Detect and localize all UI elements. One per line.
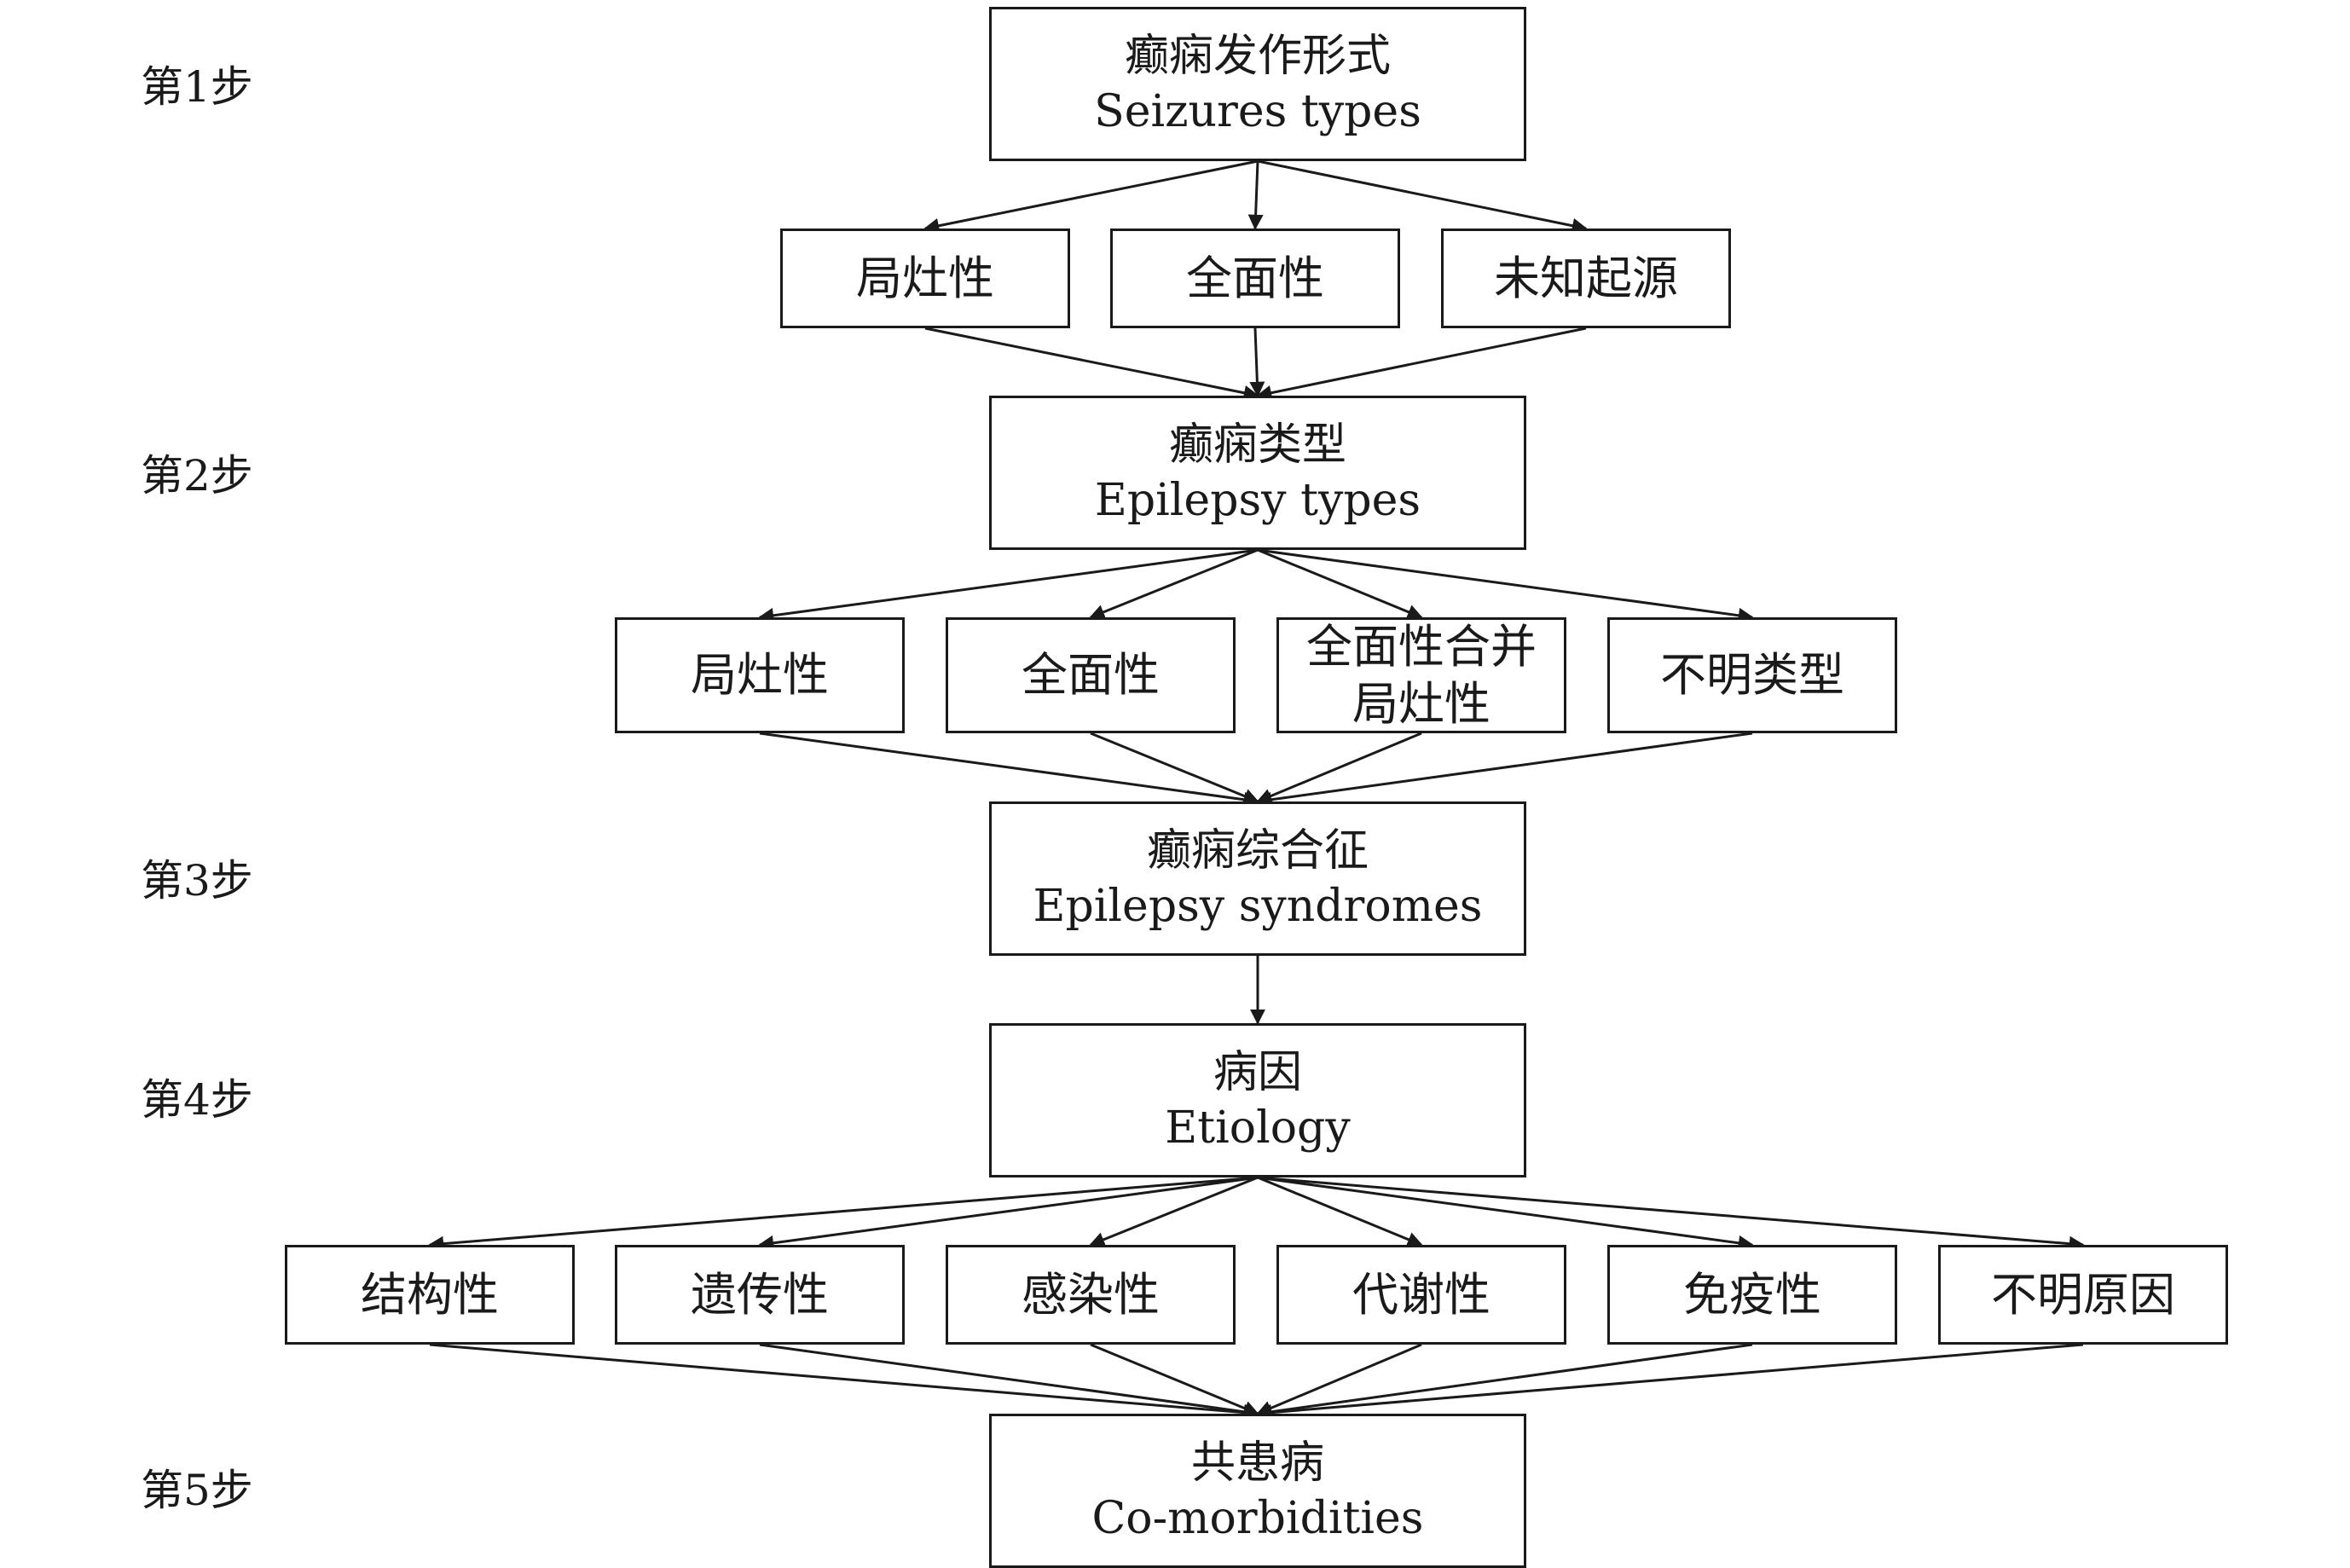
epilepsy-syndromes-en: Epilepsy syndromes (1033, 880, 1483, 932)
comorbidities-zh: 共患病 (1190, 1437, 1324, 1489)
arrow-metabolic-to-comorb (1256, 1343, 1422, 1415)
arrow-unknown-to-comorb (1256, 1343, 2084, 1420)
arrow-focal-to-epitypes (924, 327, 1259, 401)
arrow-etiology-to-immune (1257, 1176, 1754, 1251)
etiology-structural-box: 结构性 (285, 1245, 575, 1345)
arrow-epitypes-to-combined (1257, 548, 1423, 620)
arrow-unknown-to-syndromes (1256, 732, 1753, 807)
step-label-4: 第4步 (141, 1075, 253, 1125)
arrow-unknown-to-epitypes (1256, 327, 1587, 401)
arrow-etiology-to-structural (428, 1176, 1259, 1252)
arrow-seizure-to-focal (923, 159, 1259, 234)
etiology-en: Etiology (1165, 1102, 1351, 1154)
etiology-zh: 病因 (1213, 1046, 1302, 1098)
arrow-etiology-to-metabolic (1257, 1176, 1423, 1247)
arrow-etiology-to-unknown (1257, 1176, 2085, 1252)
arrow-etiology-to-infectious (1089, 1176, 1259, 1247)
arrow-structural-to-comorb (429, 1343, 1259, 1420)
etiology-metabolic-box: 代谢性 (1276, 1245, 1566, 1345)
comorbidities-box: 共患病 Co-morbidities (989, 1414, 1526, 1568)
seizure-types-en: Seizures types (1094, 85, 1421, 137)
arrow-epitypes-to-generalized (1089, 548, 1259, 620)
arrow-generalized-to-syndromes (1090, 732, 1259, 804)
arrow-generalized-to-epitypes (1249, 327, 1265, 397)
seizure-onset-generalized-box: 全面性 (1110, 229, 1400, 328)
step-label-5: 第5步 (141, 1466, 253, 1515)
etiology-immune-box: 免疫性 (1607, 1245, 1897, 1345)
etiology-infectious-box: 感染性 (946, 1245, 1236, 1345)
seizure-onset-focal-box: 局灶性 (780, 229, 1070, 328)
epilepsy-syndromes-zh: 癫痫综合征 (1146, 825, 1369, 877)
epilepsy-type-combined-box: 全面性合并 局灶性 (1276, 617, 1566, 733)
epilepsy-types-zh: 癫痫类型 (1168, 419, 1346, 471)
epilepsy-type-combined-line1: 全面性合并 (1306, 619, 1537, 674)
step-label-1: 第1步 (141, 62, 253, 112)
step-label-3: 第3步 (141, 856, 253, 906)
arrow-genetic-to-comorb (759, 1343, 1259, 1420)
arrow-focal-to-syndromes (759, 732, 1259, 807)
epilepsy-type-focal-box: 局灶性 (615, 617, 905, 733)
etiology-box: 病因 Etiology (989, 1023, 1526, 1177)
epilepsy-types-en: Epilepsy types (1094, 474, 1421, 526)
arrow-combined-to-syndromes (1256, 732, 1422, 804)
epilepsy-type-unknown-box: 不明类型 (1607, 617, 1897, 733)
arrow-etiology-to-genetic (758, 1176, 1259, 1251)
step-label-2: 第2步 (141, 451, 253, 500)
arrow-epitypes-to-unknown (1257, 548, 1754, 623)
epilepsy-type-combined-line2: 局灶性 (1352, 677, 1490, 731)
etiology-unknown-box: 不明原因 (1938, 1245, 2228, 1345)
arrow-infectious-to-comorb (1090, 1343, 1259, 1416)
epilepsy-syndromes-box: 癫痫综合征 Epilepsy syndromes (989, 801, 1526, 956)
arrow-epitypes-to-focal (758, 548, 1259, 623)
epilepsy-type-generalized-box: 全面性 (946, 617, 1236, 733)
arrow-immune-to-comorb (1256, 1343, 1753, 1420)
seizure-onset-unknown-box: 未知起源 (1441, 229, 1731, 328)
comorbidities-en: Co-morbidities (1091, 1492, 1424, 1544)
epilepsy-types-box: 癫痫类型 Epilepsy types (989, 396, 1526, 550)
seizure-types-zh: 癫痫发作形式 (1124, 30, 1391, 82)
etiology-genetic-box: 遗传性 (615, 1245, 905, 1345)
arrow-seizure-to-generalized (1247, 160, 1264, 230)
seizure-types-box: 癫痫发作形式 Seizures types (989, 7, 1526, 161)
arrow-seizure-to-unknown (1257, 159, 1588, 234)
